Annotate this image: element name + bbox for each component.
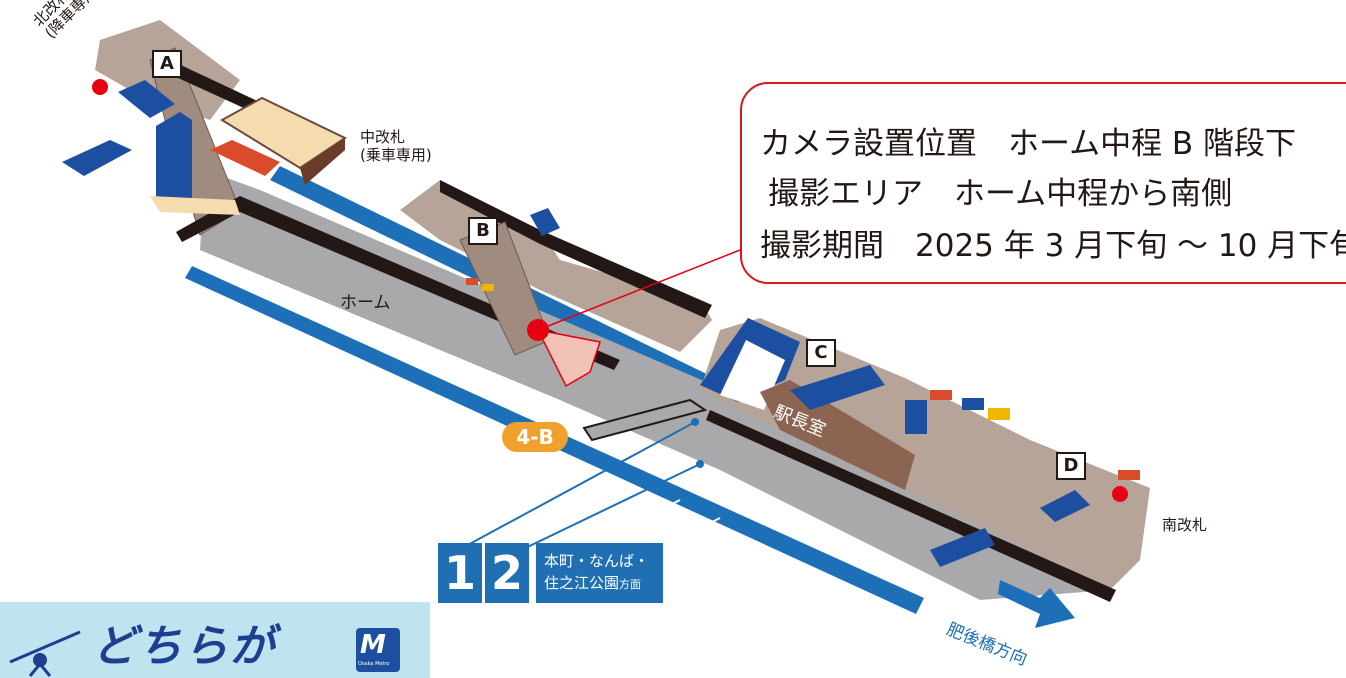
stair-label-d: D: [1056, 452, 1086, 480]
logo-mark: M: [360, 630, 386, 660]
osaka-metro-logo: M Osaka Metro: [356, 628, 400, 672]
stair-label-c: C: [806, 339, 836, 367]
direction-arrow: [998, 580, 1075, 628]
north-elevator: [156, 112, 192, 212]
north-escalator: [62, 140, 132, 176]
platform-wall-south: [706, 410, 1116, 602]
north-gate-marker: [92, 79, 108, 95]
track-number-2: 2: [485, 543, 529, 603]
logo-subtext: Osaka Metro: [358, 661, 390, 667]
south-blue-mark: [962, 398, 984, 410]
destination-suffix: 方面: [619, 578, 642, 591]
platform-divider: [659, 499, 681, 511]
camera-view-area: [536, 328, 601, 388]
camera-marker: [527, 319, 549, 341]
middle-red-mark: [466, 278, 478, 285]
north-stair-landing: [150, 196, 240, 215]
south-escalator: [790, 365, 885, 410]
bottom-banner: どちらが M Osaka Metro: [0, 602, 430, 678]
gate-red-bar: [210, 140, 280, 176]
callout-line-2: 撮影エリア ホーム中程から南側: [768, 176, 1233, 212]
pointer-dot-2: [696, 460, 704, 468]
stair-label-a: A: [152, 50, 182, 78]
pointer-dot-1: [691, 418, 699, 426]
middle-gate-label: 中改札 (乗車専用): [360, 128, 432, 164]
middle-gate-label-line2: (乗車専用): [360, 146, 432, 164]
destination-text: 本町・なんば・ 住之江公園方面: [536, 543, 664, 603]
platform-sign: 1 2 本町・なんば・ 住之江公園方面: [438, 543, 664, 603]
track-number-1: 1: [438, 543, 482, 603]
platform-divider: [699, 517, 721, 529]
banner-text: どちらが: [92, 621, 276, 672]
destination-name: 住之江公園: [544, 574, 620, 592]
banner-illustration-icon: [9, 630, 81, 677]
exit-badge: 4-B: [502, 422, 568, 452]
callout-line-1: カメラ設置位置 ホーム中程 B 階段下: [760, 126, 1297, 162]
callout-leader: [537, 249, 741, 331]
gate-shadow: [300, 138, 345, 185]
platform-edge: [582, 398, 708, 442]
middle-gate-label-line1: 中改札: [360, 128, 406, 146]
south-escalator-2: [930, 528, 995, 567]
south-yellow-mark: [988, 408, 1010, 420]
middle-yellow-mark: [482, 284, 494, 291]
south-gate-label: 南改札: [1162, 516, 1208, 534]
south-elevator: [905, 400, 927, 434]
south-gate-marker: [1112, 486, 1128, 502]
destination-line2: 住之江公園方面: [544, 572, 649, 596]
station-office: [760, 380, 915, 490]
callout-line-3: 撮影期間 2025 年 3 月下旬 ～ 10 月下旬: [760, 228, 1346, 264]
platform-label: ホーム: [340, 293, 391, 313]
stair-label-b: B: [468, 217, 498, 245]
middle-blue-box: [530, 208, 560, 236]
destination-line1: 本町・なんば・: [544, 552, 650, 570]
camera-info-callout: カメラ設置位置 ホーム中程 B 階段下 撮影エリア ホーム中程から南側 撮影期間…: [740, 82, 1346, 284]
north-escalator-2: [118, 80, 175, 118]
south-red-mark-2: [1118, 470, 1140, 480]
south-red-mark: [930, 390, 952, 400]
south-escalator-3: [1040, 490, 1090, 522]
middle-wall: [440, 180, 712, 318]
pointer-line-1: [439, 421, 696, 561]
